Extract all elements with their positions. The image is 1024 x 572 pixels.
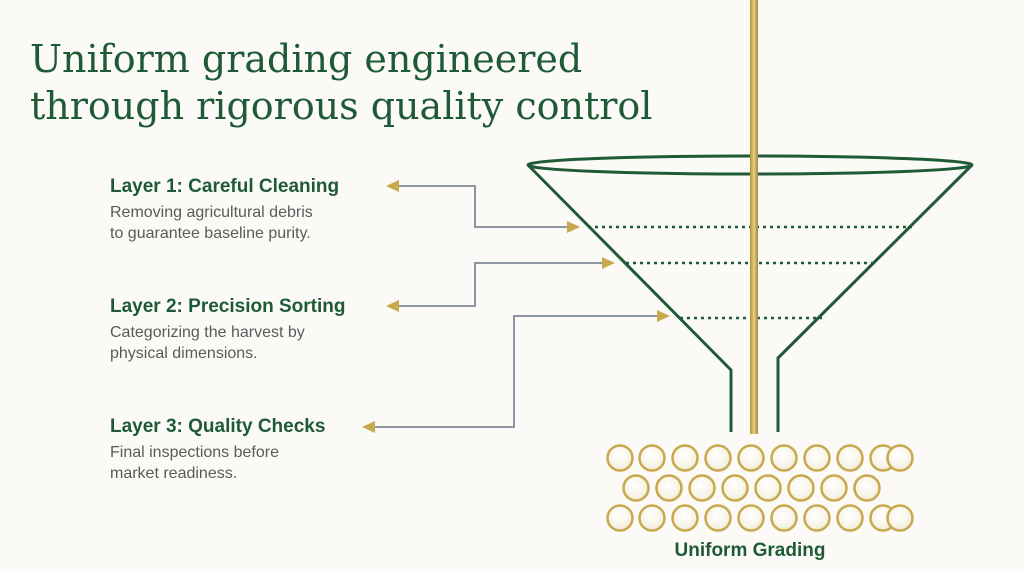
- layer-3-desc-line-2: market readiness.: [110, 465, 238, 482]
- grain-bead: [886, 444, 914, 472]
- layer-1-title: Layer 1: Careful Cleaning: [110, 176, 340, 197]
- grain-bead: [787, 474, 815, 502]
- grain-bead: [803, 444, 831, 472]
- layer-3: Layer 3: Quality Checks Final inspection…: [110, 416, 400, 484]
- connector-layer-2: [398, 262, 605, 307]
- layer-3-title: Layer 3: Quality Checks: [110, 416, 326, 437]
- arrowhead-layer-3-left: [362, 421, 375, 433]
- grain-bead: [770, 504, 798, 532]
- grain-bead: [704, 444, 732, 472]
- layer-2-desc-line-1: Categorizing the harvest by: [110, 324, 305, 341]
- grain-bead: [737, 504, 765, 532]
- grain-bead: [721, 474, 749, 502]
- title-line-2: through rigorous quality control: [30, 84, 653, 128]
- layer-2-desc-line-2: physical dimensions.: [110, 345, 258, 362]
- layer-2-description: Categorizing the harvest by physical dim…: [110, 322, 400, 364]
- grain-bead: [820, 474, 848, 502]
- graded-beads: [606, 444, 914, 532]
- funnel-body: [526, 163, 974, 432]
- layer-1-description: Removing agricultural debris to guarante…: [110, 202, 400, 244]
- arrowhead-layer-3-right: [657, 310, 670, 322]
- arrowhead-layer-2-right: [602, 257, 615, 269]
- grain-bead: [704, 504, 732, 532]
- grain-bead: [754, 474, 782, 502]
- grain-bead: [836, 504, 864, 532]
- page-title: Uniform grading engineered through rigor…: [30, 36, 652, 130]
- layer-1-desc-line-2: to guarantee baseline purity.: [110, 225, 311, 242]
- connector-layer-3: [374, 315, 660, 428]
- grain-bead: [671, 504, 699, 532]
- grain-bead: [803, 504, 831, 532]
- output-label: Uniform Grading: [674, 540, 826, 561]
- grain-bead: [655, 474, 683, 502]
- connectors: [374, 185, 660, 428]
- grain-bead: [622, 474, 650, 502]
- layer-2-title: Layer 2: Precision Sorting: [110, 296, 346, 317]
- grain-bead: [836, 444, 864, 472]
- arrowhead-layer-1-left: [386, 180, 399, 192]
- layer-3-desc-line-1: Final inspections before: [110, 444, 279, 461]
- layer-1: Layer 1: Careful Cleaning Removing agric…: [110, 176, 400, 244]
- grain-bead: [606, 444, 634, 472]
- arrowhead-layer-2-left: [386, 300, 399, 312]
- title-line-1: Uniform grading engineered: [30, 37, 583, 81]
- layer-1-desc-line-1: Removing agricultural debris: [110, 204, 313, 221]
- grain-bead: [737, 444, 765, 472]
- grain-bead: [638, 444, 666, 472]
- arrowheads: [362, 180, 670, 433]
- grain-bead: [886, 504, 914, 532]
- grain-bead: [606, 504, 634, 532]
- center-rod: [750, 0, 758, 434]
- grain-bead: [770, 444, 798, 472]
- layer-3-description: Final inspections before market readines…: [110, 442, 400, 484]
- arrowhead-layer-1-right: [567, 221, 580, 233]
- grain-bead: [853, 474, 881, 502]
- layer-2: Layer 2: Precision Sorting Categorizing …: [110, 296, 400, 364]
- grain-bead: [688, 474, 716, 502]
- connector-layer-1: [398, 185, 570, 228]
- grain-bead: [638, 504, 666, 532]
- grain-bead: [671, 444, 699, 472]
